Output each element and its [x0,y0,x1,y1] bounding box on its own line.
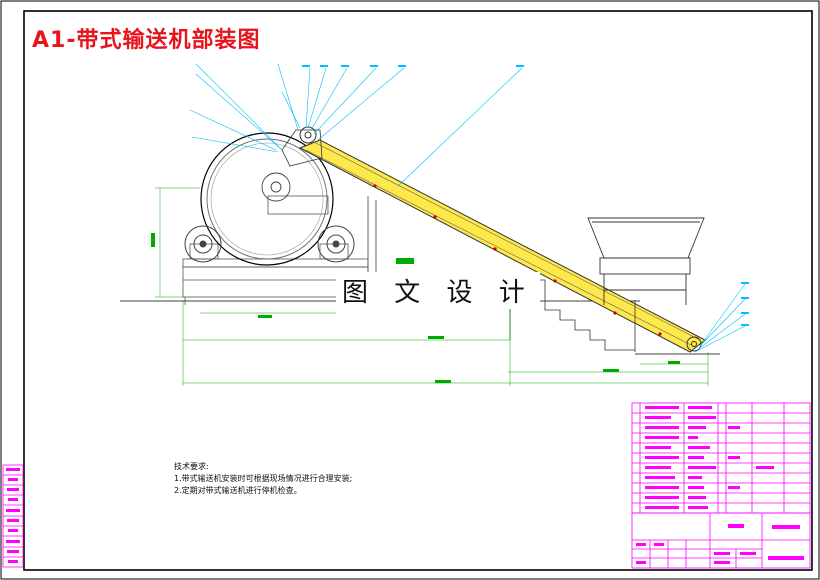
watermark-text: 图 文 设 计 [336,272,540,309]
technical-requirement-item: 2.定期对带式输送机进行停机检查。 [174,486,302,495]
technical-requirements-heading: 技术要求: [174,462,209,471]
technical-requirement-item: 1.带式输送机安装时可根据现场情况进行合理安装; [174,474,353,483]
feed-hopper [587,217,705,305]
drawing-title: A1-带式输送机部装图 [32,28,261,53]
drum-assembly [200,132,334,266]
binding-margin-table [2,464,24,568]
part-leader-lines [189,63,746,353]
dimension-values [151,233,680,383]
technical-requirements: 技术要求: 1.带式输送机安装时可根据现场情况进行合理安装; 2.定期对带式输送… [174,461,352,497]
drawing-frame [23,10,813,571]
title-block [631,512,811,569]
support-roller-right [317,225,355,263]
title-block-entries [636,524,804,564]
support-roller-left [184,225,222,263]
drive-pulley [261,172,291,202]
drum-outer-ring [200,132,334,266]
part-balloons [302,65,749,326]
conveyor-frame-body [298,139,706,353]
tail-pulley [686,336,702,352]
belt-conveyor [281,126,706,353]
idler-bolts [373,184,662,336]
parts-list-entries [645,406,774,509]
